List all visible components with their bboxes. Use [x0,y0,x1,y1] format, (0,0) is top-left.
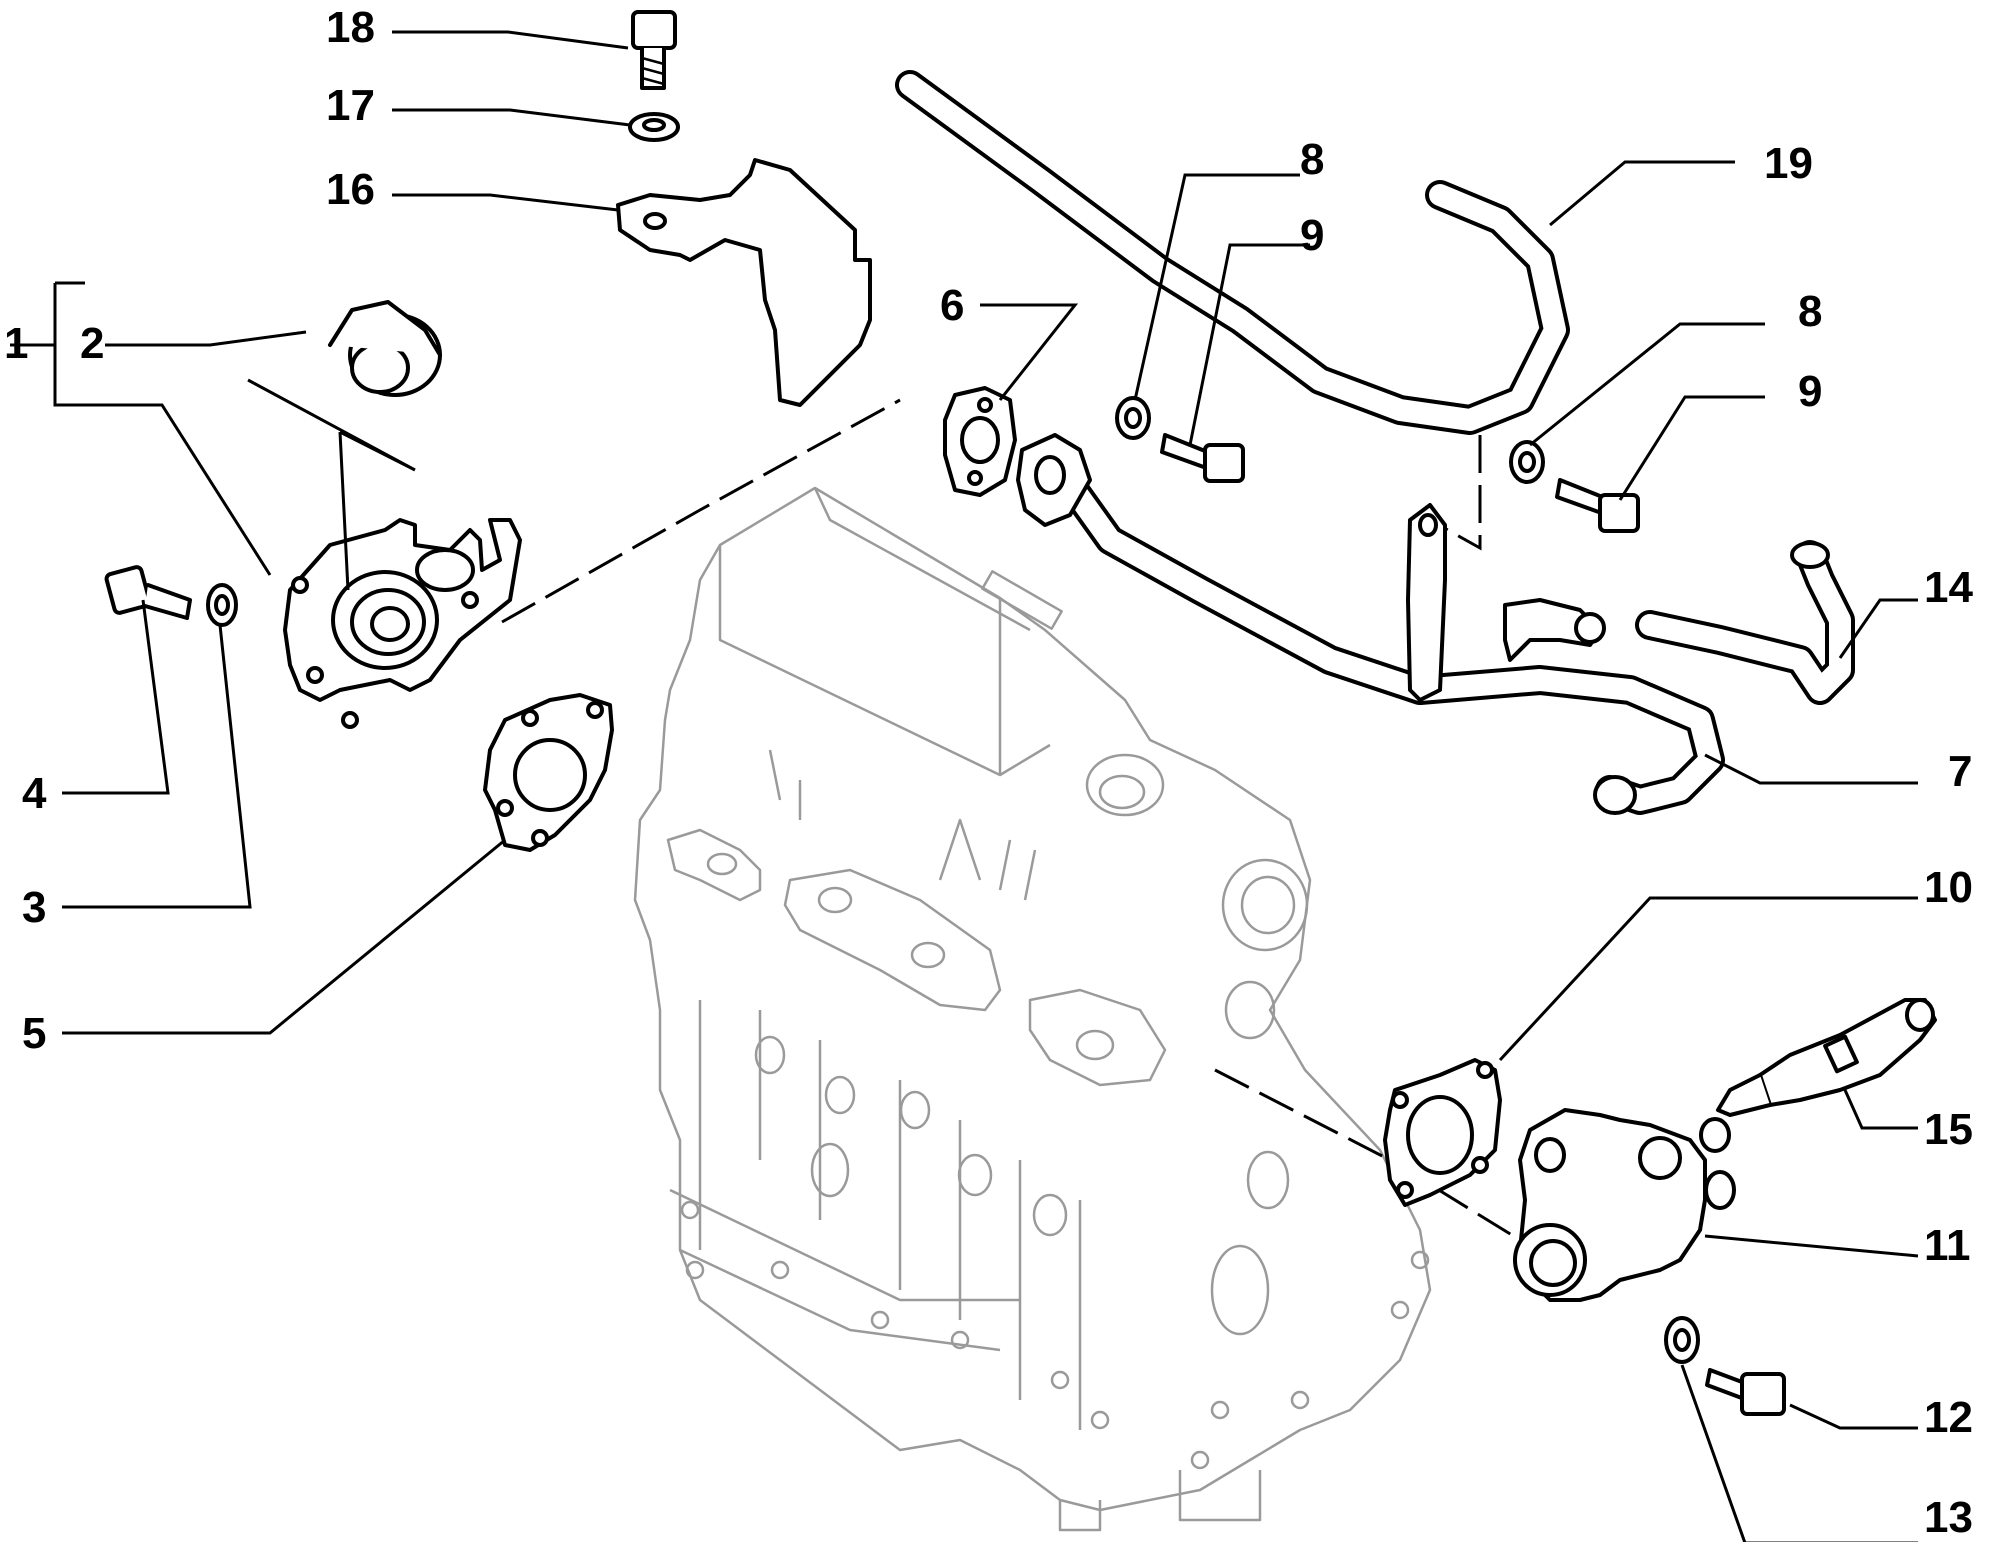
callout-9-right: 9 [1798,367,1823,416]
callout-18: 18 [326,3,375,52]
callout-12: 12 [1924,1393,1973,1442]
callout-5: 5 [22,1009,47,1058]
callout-4: 4 [22,769,47,818]
callout-3: 3 [22,883,47,932]
leader-lines [10,30,1919,1545]
parts [104,10,1937,1416]
engine-block [633,486,1432,1532]
callout-14: 14 [1924,563,1973,612]
callout-15: 15 [1924,1105,1973,1154]
callout-9-top: 9 [1300,211,1325,260]
callout-8-top: 8 [1300,135,1325,184]
callout-1: 1 [4,319,29,368]
callout-13: 13 [1924,1493,1973,1542]
hoses [895,70,1855,815]
callout-7: 7 [1948,747,1973,796]
callout-19: 19 [1764,139,1813,188]
callout-2: 2 [80,319,105,368]
callout-10: 10 [1924,863,1973,912]
callout-16: 16 [326,165,375,214]
callout-17: 17 [326,81,375,130]
callout-8-right: 8 [1798,287,1823,336]
callout-11: 11 [1924,1221,1971,1270]
callout-6: 6 [940,281,965,330]
assembly-lines [501,398,1521,1242]
